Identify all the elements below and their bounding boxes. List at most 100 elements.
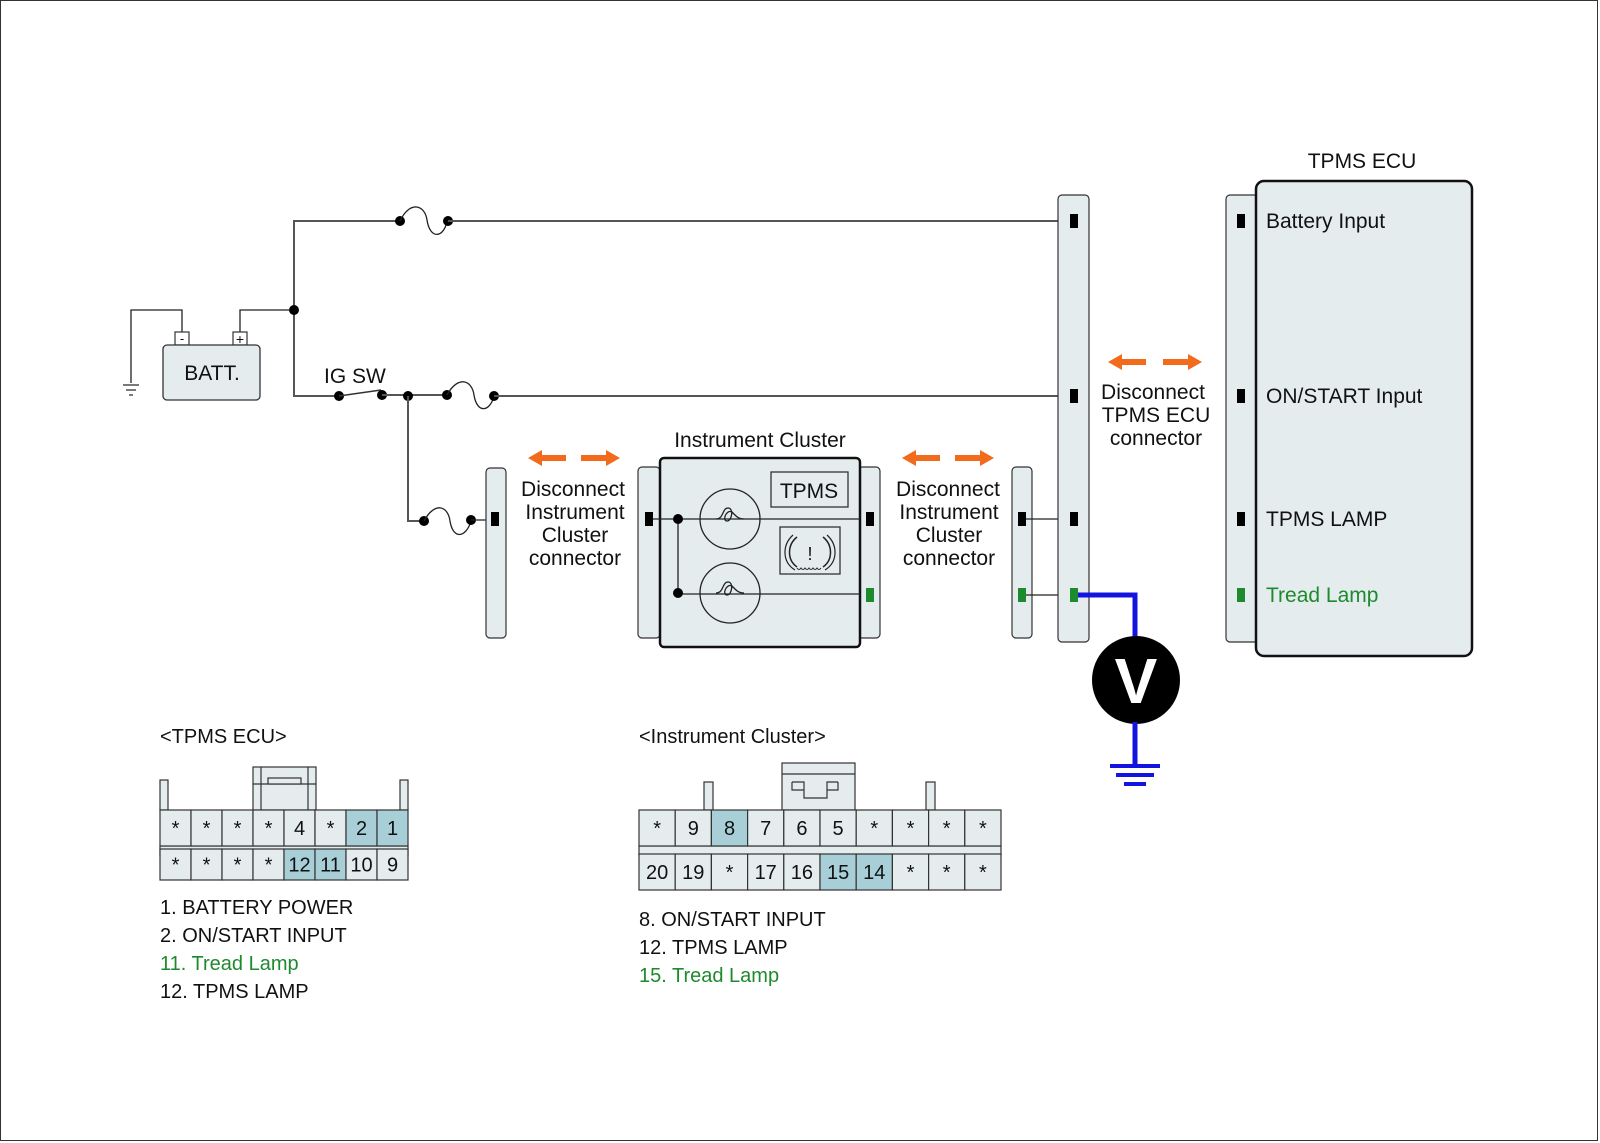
- connector-pin-number: 11: [320, 855, 341, 877]
- connector-pin: [746, 809, 785, 847]
- pin-black: [1237, 512, 1245, 526]
- svg-text:Cluster: Cluster: [542, 524, 609, 547]
- connector-pin-number: *: [943, 818, 951, 840]
- svg-text:TPMS ECU: TPMS ECU: [1102, 404, 1211, 427]
- connector-pin-number: *: [234, 855, 242, 877]
- pin-black: [1070, 389, 1078, 403]
- connector-pin: [638, 853, 676, 891]
- connector-pin: [746, 853, 785, 891]
- connector-pin-number: 4: [294, 818, 305, 840]
- connector-pin-number: 6: [796, 818, 807, 840]
- tpms-ecu-title: TPMS ECU: [1308, 150, 1417, 173]
- svg-text:!: !: [807, 544, 812, 564]
- connector-pin-number: 12: [288, 855, 310, 877]
- connector-pin-number: 1: [387, 818, 398, 840]
- pin-black: [645, 512, 653, 526]
- connector-pin: [221, 809, 254, 847]
- cluster-harness-connector-right[interactable]: [1011, 466, 1033, 639]
- pin-legend-item: 11. Tread Lamp: [160, 953, 299, 975]
- connector-pin-number: *: [979, 862, 987, 884]
- connector-pin: [376, 848, 409, 881]
- pin-legend-item: 2. ON/START INPUT: [160, 925, 347, 947]
- connector-pin: [855, 809, 894, 847]
- connector-pin: [674, 853, 713, 891]
- ecu-pin-label: Battery Input: [1266, 210, 1385, 233]
- connector-pin-number: 16: [791, 862, 813, 884]
- connector-pin-number: 5: [833, 818, 844, 840]
- connector-pin-number: *: [203, 818, 211, 840]
- pin-green: [866, 588, 874, 602]
- tpms-ecu-harness-connector[interactable]: [1057, 194, 1090, 643]
- fuse-cluster-line: [419, 507, 476, 536]
- instrument-cluster-title: Instrument Cluster: [674, 429, 846, 452]
- voltmeter-body: [1092, 636, 1180, 724]
- pin-legend-item: 1. BATTERY POWER: [160, 897, 353, 919]
- connector-pin: [159, 848, 192, 881]
- pin-green: [1070, 588, 1078, 602]
- connector-pin: [638, 809, 676, 847]
- pin-green: [1018, 588, 1026, 602]
- connector-pin: [783, 853, 821, 891]
- connector-pin: [314, 809, 347, 847]
- connector-pin-number: 10: [350, 855, 372, 877]
- battery: - + BATT.: [123, 309, 294, 401]
- cluster-harness-connector-left[interactable]: [485, 467, 507, 639]
- disconnect-arrows-right: [902, 450, 994, 466]
- pin-black: [1018, 512, 1026, 526]
- connector-pin-number: *: [172, 855, 180, 877]
- junction-dot: [289, 305, 299, 315]
- connector-pin-number: *: [907, 862, 915, 884]
- svg-text:connector: connector: [1110, 427, 1202, 450]
- ground-symbol-voltmeter: [1110, 764, 1160, 786]
- tpms-indicator-label: TPMS: [780, 480, 838, 503]
- connector-pin: [252, 809, 285, 847]
- disconnect-arrows-left: [528, 450, 620, 466]
- voltmeter-label: V: [1115, 645, 1158, 717]
- instrument-cluster: Instrument Cluster TPMS: [637, 429, 881, 649]
- pin-black: [1237, 214, 1245, 228]
- svg-text:Instrument: Instrument: [899, 501, 998, 524]
- battery-label: BATT.: [184, 362, 240, 385]
- connector-pin-number: 9: [387, 855, 398, 877]
- tire-pressure-warning-icon: !: [779, 526, 841, 575]
- tpms-ecu-body: [1254, 179, 1474, 658]
- connector-pin-number: *: [726, 862, 734, 884]
- connector-pin-number: *: [203, 855, 211, 877]
- connector-pin-number: *: [172, 818, 180, 840]
- connector-pin-highlighted: [376, 809, 409, 847]
- battery-negative-label: -: [180, 331, 184, 346]
- fuse-on-start-line: [442, 381, 499, 410]
- connector-pin-number: *: [907, 818, 915, 840]
- connector-pin-number: *: [327, 818, 335, 840]
- connector-pin-number: 2: [356, 818, 367, 840]
- connector-pin-number: 8: [724, 818, 735, 840]
- disconnect-arrows-ecu: [1108, 354, 1202, 370]
- tpms-lamp-bulb-icon: [699, 488, 761, 550]
- connector-pin: [891, 809, 930, 847]
- fuse-battery-line: [395, 206, 453, 236]
- ecu-pin-label: ON/START Input: [1266, 385, 1423, 408]
- connector-pin-number: 20: [646, 862, 668, 884]
- pin-black: [1070, 512, 1078, 526]
- connector-pin-highlighted: [283, 848, 316, 881]
- connector-pin-number: 15: [827, 862, 849, 884]
- connector-pin-number: *: [979, 818, 987, 840]
- pin-black: [1237, 389, 1245, 403]
- ecu-pin-label: Tread Lamp: [1266, 584, 1378, 607]
- disconnect-tpms-ecu-label: Disconnect TPMS ECU connector: [1101, 381, 1210, 450]
- ecu-pin-label: TPMS LAMP: [1266, 508, 1387, 531]
- voltmeter[interactable]: V: [1078, 592, 1180, 786]
- svg-text:Disconnect: Disconnect: [896, 478, 1000, 501]
- connector-pin-number: *: [653, 818, 661, 840]
- connector-pin-highlighted: [819, 853, 857, 891]
- connector-pin: [190, 848, 223, 881]
- wiring: IG SW: [289, 206, 1074, 536]
- probe-wire: [1078, 592, 1138, 640]
- svg-text:Instrument: Instrument: [525, 501, 624, 524]
- pin-black: [1070, 214, 1078, 228]
- pin-black: [491, 512, 499, 526]
